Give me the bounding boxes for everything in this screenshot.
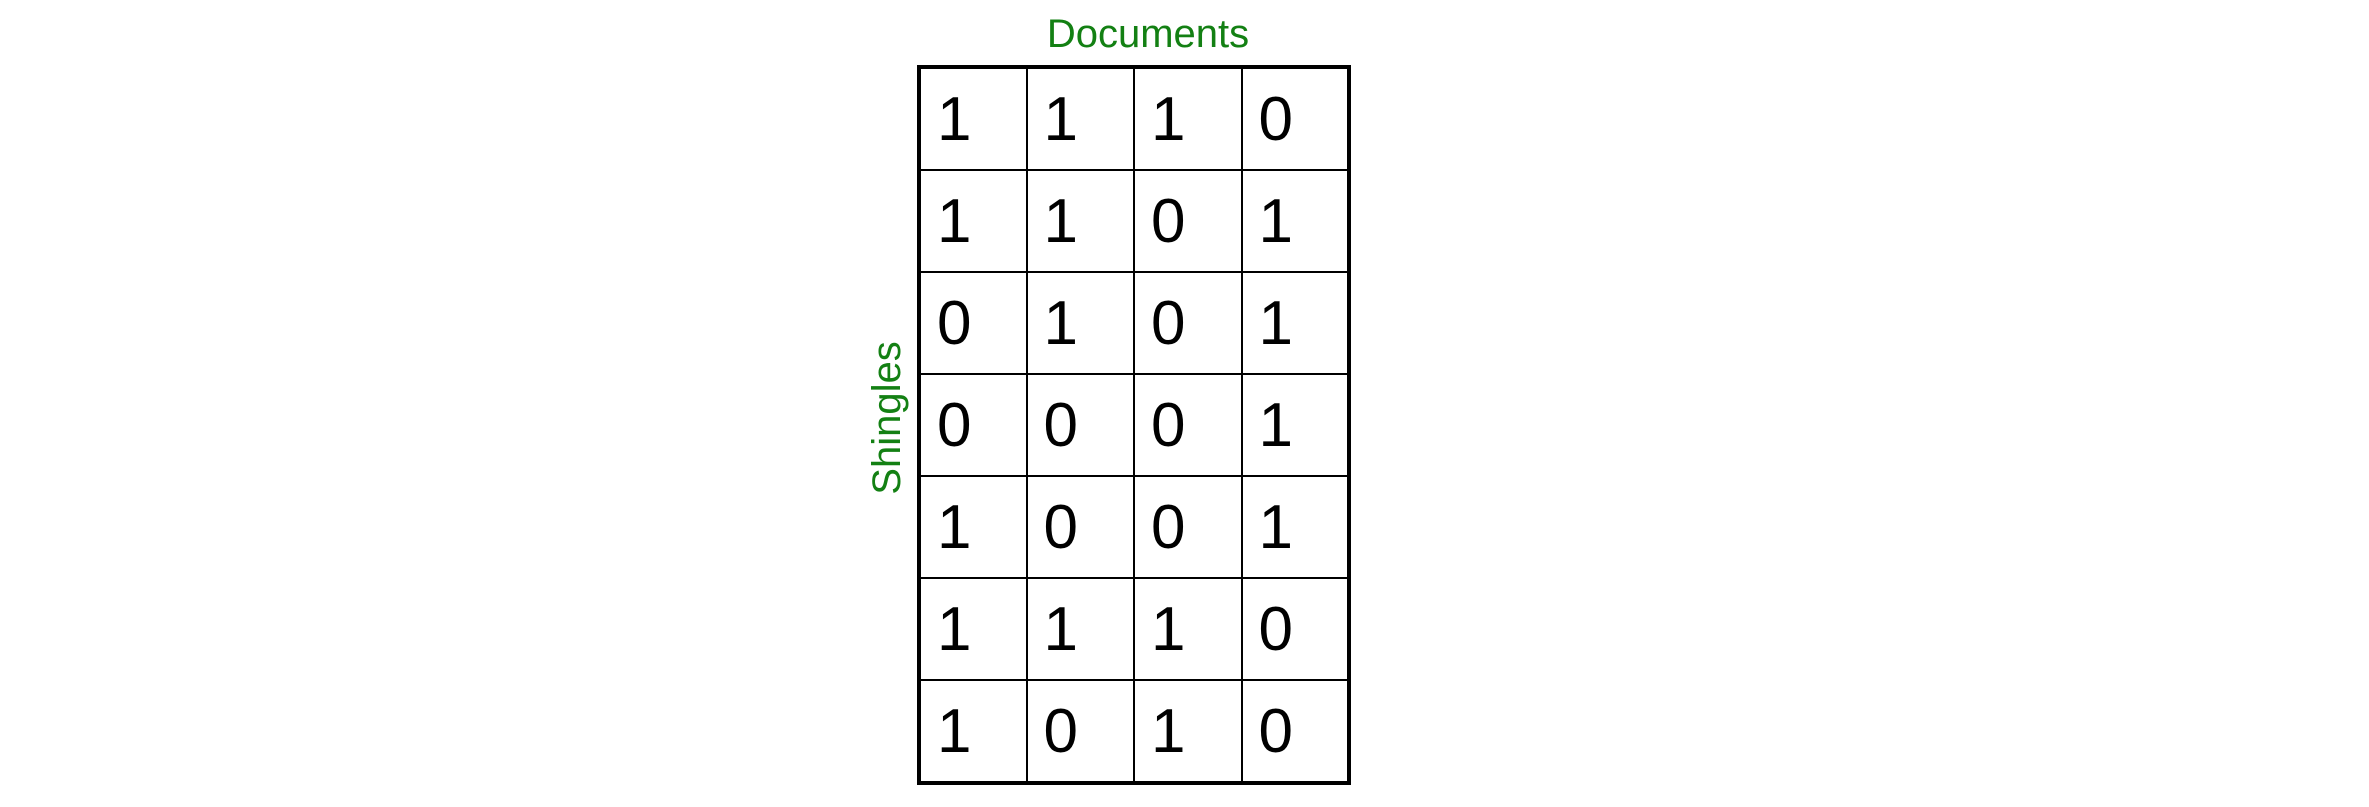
matrix-cell: 0 [1240,66,1350,171]
matrix-cell: 0 [1133,373,1243,477]
matrix-cell: 1 [918,66,1028,171]
matrix-cell: 1 [1240,373,1350,477]
matrix-row: 0 1 0 1 [918,271,1350,375]
matrix-cell: 1 [1240,169,1350,273]
matrix-cell: 0 [1025,679,1135,784]
matrix-cell: 1 [918,679,1028,784]
matrix-cell: 1 [1240,271,1350,375]
matrix-cell: 0 [1133,169,1243,273]
shingle-document-matrix: 1 1 1 0 1 1 0 1 0 1 0 1 0 0 0 1 1 0 0 1 [917,65,1351,785]
matrix-cell: 1 [1240,475,1350,579]
matrix-row: 1 1 0 1 [918,169,1350,273]
matrix-cell: 0 [918,271,1028,375]
shingles-axis-label: Shingles [865,341,909,495]
matrix-cell: 1 [918,475,1028,579]
matrix-row: 0 0 0 1 [918,373,1350,477]
matrix-row: 1 1 1 0 [918,577,1350,681]
matrix-cell: 0 [918,373,1028,477]
matrix-cell: 1 [1025,66,1135,171]
matrix-row: 1 1 1 0 [918,66,1350,171]
matrix-cell: 0 [1025,373,1135,477]
matrix-cell: 1 [1025,169,1135,273]
matrix-cell: 0 [1133,271,1243,375]
matrix-row: 1 0 1 0 [918,679,1350,784]
matrix-cell: 1 [1025,271,1135,375]
matrix-cell: 0 [1133,475,1243,579]
matrix-cell: 1 [1133,66,1243,171]
matrix-cell: 1 [918,169,1028,273]
matrix-cell: 1 [1133,679,1243,784]
matrix-cell: 1 [1133,577,1243,681]
matrix-cell: 1 [1025,577,1135,681]
matrix-cell: 0 [1240,679,1350,784]
matrix-cell: 0 [1240,577,1350,681]
matrix-cell: 1 [918,577,1028,681]
matrix-row: 1 0 0 1 [918,475,1350,579]
documents-axis-label: Documents [1046,12,1250,56]
matrix-cell: 0 [1025,475,1135,579]
